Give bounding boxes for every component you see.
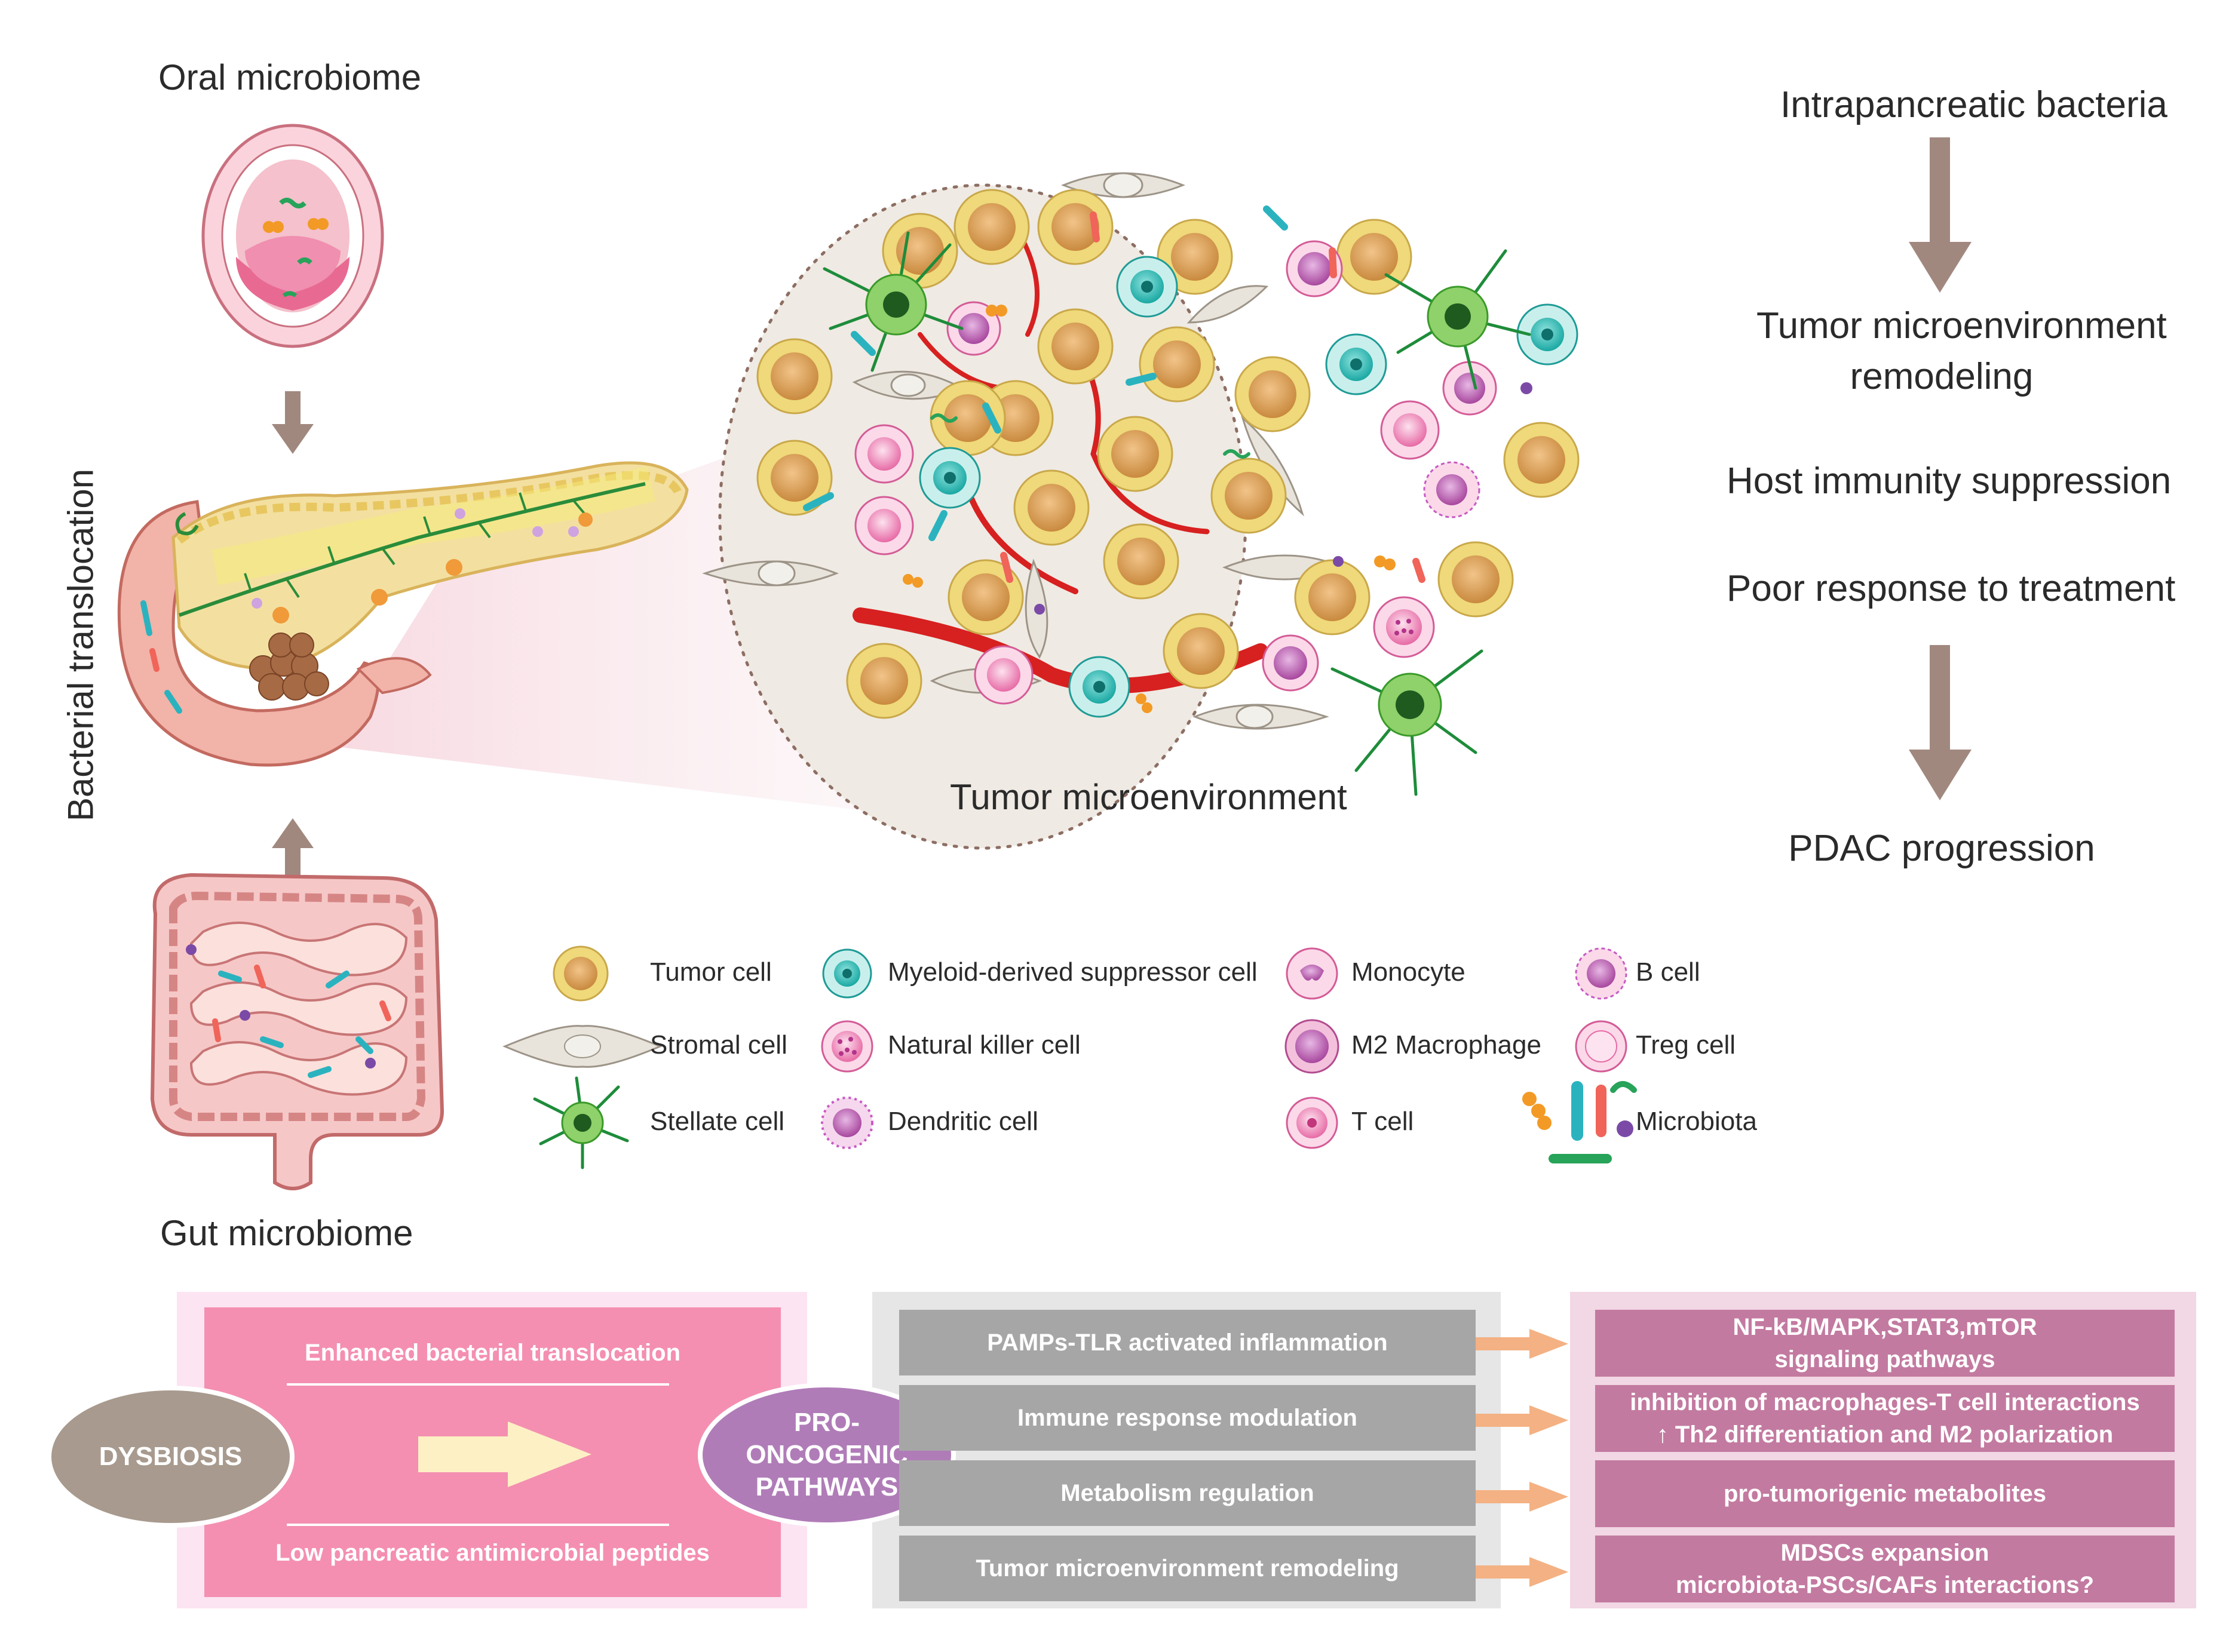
tumor-cell bbox=[1037, 308, 1114, 385]
outcome-line: ↑ Th2 differentiation and M2 polarizatio… bbox=[1656, 1421, 2114, 1448]
flow-arrow-1 bbox=[1909, 137, 1972, 293]
tme-pink-cells bbox=[854, 240, 1497, 705]
tumor-cell bbox=[1234, 356, 1311, 432]
tumor-cell bbox=[1157, 219, 1233, 295]
dysbiosis-top-label: Enhanced bacterial translocation bbox=[304, 1340, 681, 1366]
stellate-cell-icon bbox=[533, 1076, 629, 1169]
stromal-cell-icon bbox=[502, 1025, 663, 1068]
outcome-line: signaling pathways bbox=[1774, 1346, 1995, 1372]
tumor-cell bbox=[953, 189, 1030, 265]
gut-microbiome-label: Gut microbiome bbox=[160, 1213, 413, 1253]
tumor-cell bbox=[930, 380, 1006, 456]
tumor-cell-icon bbox=[553, 945, 609, 1002]
legend-label-dendritic-cell: Dendritic cell bbox=[888, 1107, 1038, 1136]
mechanism-row: PAMPs-TLR activated inflammation bbox=[899, 1310, 1476, 1375]
pathways-oval-line2: ONCOGENIC bbox=[746, 1440, 908, 1469]
t-cell-icon bbox=[1286, 1097, 1338, 1149]
legend-label-b-cell: B cell bbox=[1636, 957, 1700, 987]
tumor-cell bbox=[948, 559, 1024, 635]
legend-label-treg-cell: Treg cell bbox=[1636, 1030, 1736, 1060]
pathways-oval-line1: PRO- bbox=[794, 1408, 860, 1437]
tumor-cell bbox=[1336, 219, 1412, 295]
tumor-cell bbox=[1037, 189, 1114, 265]
tumor-cell bbox=[1294, 559, 1370, 635]
oral-microbiome-label: Oral microbiome bbox=[158, 57, 422, 97]
tme-mdsc-cells bbox=[919, 256, 1578, 718]
mechanism-label: Tumor microenvironment remodeling bbox=[976, 1555, 1399, 1582]
flow-step-immunity: Host immunity suppression bbox=[1727, 460, 2172, 502]
legend-label-nk-cell: Natural killer cell bbox=[888, 1030, 1081, 1060]
pathways-oval-line3: PATHWAYS bbox=[755, 1472, 899, 1501]
dysbiosis-oval-label: DYSBIOSIS bbox=[99, 1442, 243, 1471]
tumor-cell bbox=[1503, 422, 1580, 498]
orange-arrows bbox=[1463, 1329, 1568, 1587]
tumor-cell bbox=[1139, 326, 1215, 403]
flow-step-treatment: Poor response to treatment bbox=[1727, 568, 2176, 609]
tumor-cell bbox=[756, 440, 833, 516]
arrow-oral-down bbox=[272, 391, 314, 454]
legend-label-microbiota: Microbiota bbox=[1636, 1107, 1757, 1136]
b-cell-icon bbox=[1575, 947, 1627, 1000]
outcome-line: inhibition of macrophages-T cell interac… bbox=[1630, 1389, 2140, 1415]
outcome-row: pro-tumorigenic metabolites bbox=[1595, 1460, 2175, 1527]
outcome-line: MDSCs expansion bbox=[1780, 1540, 1989, 1566]
tme-tumor-cells bbox=[756, 189, 1580, 719]
outcome-row: inhibition of macrophages-T cell interac… bbox=[1595, 1385, 2175, 1452]
flow-arrow-2 bbox=[1909, 645, 1972, 800]
dysbiosis-arrow bbox=[418, 1421, 591, 1487]
mechanism-label: Metabolism regulation bbox=[1060, 1479, 1314, 1506]
m2-macrophage-icon bbox=[1284, 1019, 1339, 1074]
bacterial-translocation-label: Bacterial translocation bbox=[60, 468, 101, 822]
mechanism-row: Tumor microenvironment remodeling bbox=[899, 1536, 1476, 1601]
mechanism-label: PAMPs-TLR activated inflammation bbox=[987, 1329, 1388, 1356]
microbiota-icon bbox=[1522, 1081, 1637, 1163]
dendritic-cell-icon bbox=[821, 1097, 873, 1149]
legend-label-tumor-cell: Tumor cell bbox=[650, 957, 772, 987]
dysbiosis-bottom-label: Low pancreatic antimicrobial peptides bbox=[275, 1540, 710, 1566]
tme-label: Tumor microenvironment bbox=[950, 777, 1347, 817]
mechanism-row: Metabolism regulation bbox=[899, 1460, 1476, 1526]
outcome-line: NF-kB/MAPK,STAT3,mTOR bbox=[1733, 1314, 2037, 1340]
flow-step-tme-line2: remodeling bbox=[1850, 356, 2034, 397]
flow-step-tme-line1: Tumor microenvironment bbox=[1756, 305, 2167, 346]
tumor-cell bbox=[1103, 523, 1179, 600]
outcome-row: NF-kB/MAPK,STAT3,mTOR signaling pathways bbox=[1595, 1310, 2175, 1377]
treg-cell-icon bbox=[1575, 1020, 1627, 1073]
flow-step-intrapancreatic: Intrapancreatic bacteria bbox=[1780, 84, 2167, 125]
tumor-cell bbox=[756, 338, 833, 414]
flow-step-pdac: PDAC progression bbox=[1788, 828, 2095, 869]
tumor-cell bbox=[846, 643, 922, 719]
legend-icons bbox=[502, 945, 1637, 1169]
pancreas-illustration bbox=[117, 461, 689, 767]
mechanism-label: Immune response modulation bbox=[1017, 1404, 1357, 1431]
tumor-cell bbox=[1437, 541, 1514, 618]
legend-label-m2-macrophage: M2 Macrophage bbox=[1351, 1030, 1541, 1060]
tumor-cell bbox=[1013, 469, 1090, 546]
outcome-line: pro-tumorigenic metabolites bbox=[1723, 1481, 2047, 1507]
legend-label-t-cell: T cell bbox=[1351, 1107, 1414, 1136]
legend-label-monocyte: Monocyte bbox=[1351, 957, 1465, 987]
monocyte-icon bbox=[1286, 947, 1338, 1000]
tme-microbiota bbox=[803, 205, 1532, 713]
nk-cell-icon bbox=[821, 1020, 873, 1073]
outcome-row: MDSCs expansion microbiota-PSCs/CAFs int… bbox=[1595, 1536, 2175, 1602]
gut-illustration bbox=[150, 873, 444, 1190]
dysbiosis-oval: DYSBIOSIS bbox=[47, 1386, 295, 1528]
legend-label-mdsc: Myeloid-derived suppressor cell bbox=[888, 957, 1258, 987]
outcome-line: microbiota-PSCs/CAFs interactions? bbox=[1675, 1572, 2095, 1598]
tme-stellate-cells bbox=[823, 231, 1531, 796]
tumor-cell bbox=[1097, 416, 1173, 492]
mdsc-icon bbox=[822, 948, 872, 999]
mouth-illustration bbox=[201, 124, 384, 348]
legend-label-stromal-cell: Stromal cell bbox=[650, 1030, 787, 1060]
mechanism-row: Immune response modulation bbox=[899, 1385, 1476, 1451]
tumor-cell bbox=[1210, 457, 1287, 534]
tumor-cell bbox=[1163, 613, 1239, 689]
legend-label-stellate-cell: Stellate cell bbox=[650, 1107, 785, 1136]
